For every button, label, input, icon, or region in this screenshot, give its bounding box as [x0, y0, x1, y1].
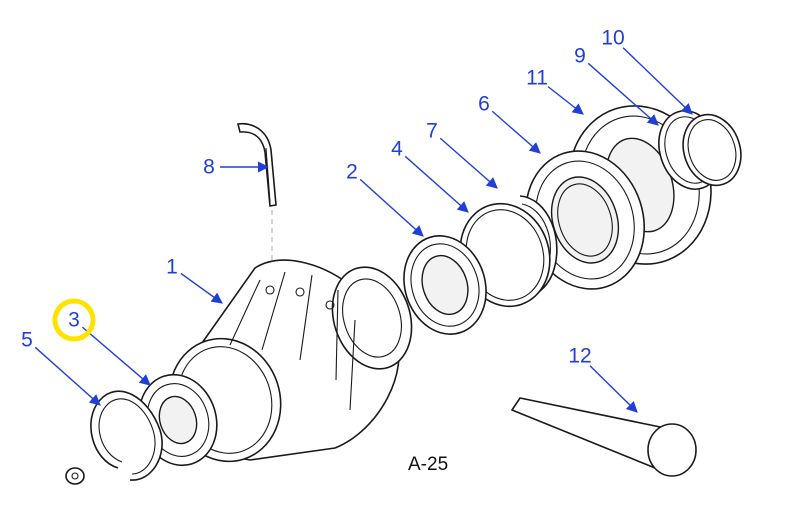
leader-line-3 — [81, 326, 151, 386]
callout-label-5: 5 — [21, 329, 33, 352]
leader-line-5 — [34, 346, 101, 406]
callout-label-3: 3 — [68, 309, 80, 332]
callout-label-7: 7 — [426, 120, 438, 143]
callout-label-2: 2 — [346, 161, 358, 184]
part-8-rod — [237, 122, 277, 207]
highlight-ring — [52, 298, 96, 342]
leader-line-2 — [359, 178, 424, 237]
callout-label-12: 12 — [568, 345, 591, 368]
figure-label: A-25 — [408, 454, 448, 475]
leader-line-1 — [180, 272, 223, 304]
leader-line-7 — [439, 137, 498, 189]
callout-leaders — [34, 47, 693, 413]
leader-line-9 — [587, 62, 659, 126]
leader-line-10 — [622, 47, 693, 115]
part-12-tube — [510, 397, 697, 477]
washer — [65, 467, 85, 485]
part-2-bearing — [403, 235, 487, 335]
part-10-snap-ring — [682, 113, 742, 187]
callout-label-9: 9 — [574, 45, 586, 68]
leader-line-12 — [589, 365, 638, 413]
leader-line-6 — [491, 110, 541, 154]
callout-label-10: 10 — [601, 27, 624, 50]
leader-line-11 — [547, 86, 584, 115]
callout-label-6: 6 — [478, 93, 490, 116]
part-1-housing — [168, 259, 413, 463]
callout-label-8: 8 — [203, 156, 215, 179]
leader-line-4 — [404, 155, 469, 213]
callout-label-4: 4 — [391, 138, 403, 161]
callout-label-11: 11 — [526, 67, 548, 90]
callout-label-1: 1 — [166, 256, 178, 279]
part-5-snap-ring — [90, 390, 163, 481]
